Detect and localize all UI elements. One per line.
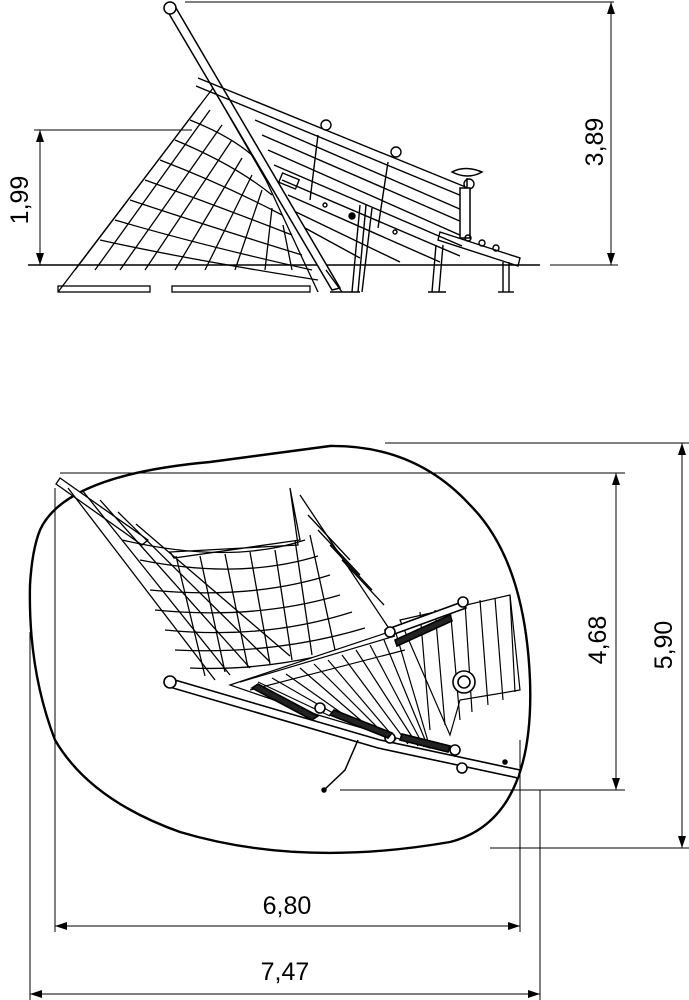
platform-height-label: 1,99 [6,176,34,225]
zone-depth-dimension: 5,90 [650,443,686,848]
height-dimension: 3,89 [550,2,618,266]
side-view: 3,89 1,99 [6,1,618,293]
equipment-depth-dimension: 4,68 [584,473,620,790]
side-steering-wheel [450,167,484,239]
top-deck [228,594,521,749]
equipment-width-label: 6,80 [263,892,312,920]
top-rope [321,739,508,793]
side-mast [163,1,342,291]
platform-height-dimension: 1,99 [6,130,44,265]
safety-zone-depth-label: 5,90 [650,621,678,670]
safety-zone-outline [28,444,532,855]
top-steering-wheel [452,670,476,694]
safety-zone-width-label: 7,47 [261,958,310,986]
top-climbing-net [55,477,391,681]
top-view: 5,90 4,68 6,80 7,47 [28,442,689,1000]
zone-width-dimension: 7,47 [30,958,540,998]
side-legs [325,204,446,293]
side-ramp [195,77,475,263]
equipment-depth-label: 4,68 [584,616,612,665]
side-slide [437,231,521,293]
equipment-width-dimension: 6,80 [55,892,520,930]
overall-height-label: 3,89 [581,118,609,167]
top-frame [163,596,521,779]
